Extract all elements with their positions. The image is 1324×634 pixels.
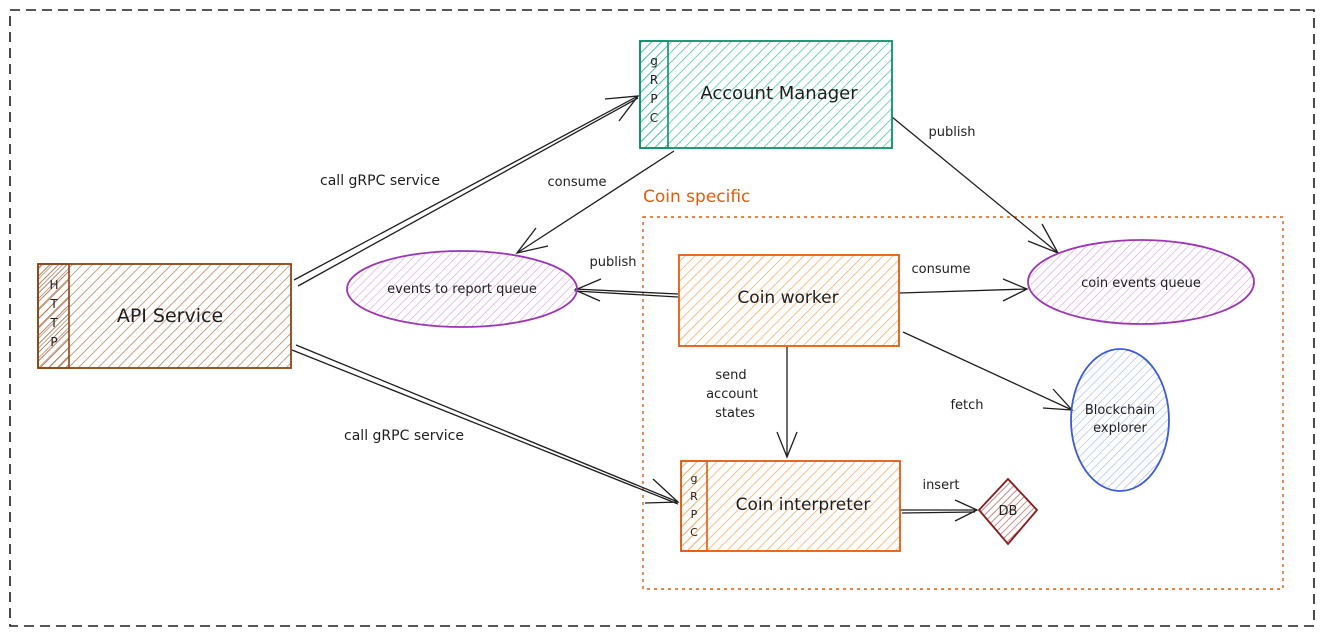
- edge-label-api-to-account-manager: call gRPC service: [320, 173, 440, 189]
- coin-interpreter-protocol-letter: P: [691, 508, 698, 521]
- edge-worker-consume: [899, 288, 1028, 294]
- node-db: DB: [977, 477, 1039, 546]
- edge-label-worker-send: states: [715, 406, 755, 421]
- node-blockchain-explorer: Blockchain explorer: [1070, 348, 1170, 492]
- arrowhead-interpreter-top: [776, 431, 798, 459]
- edge-worker-publish-sketch: [574, 290, 679, 298]
- coin-interpreter-protocol-letter: C: [690, 526, 698, 539]
- edge-label-account-manager-publish: publish: [929, 125, 976, 140]
- coin-specific-region: [642, 216, 1284, 590]
- arrowhead-account-manager: [604, 95, 640, 122]
- edge-worker-publish: [574, 288, 679, 295]
- account-manager-protocol-letter: R: [650, 73, 658, 87]
- coin-interpreter-title: Coin interpreter: [736, 495, 871, 515]
- edge-label-account-manager-consume: consume: [547, 175, 606, 190]
- edge-label-worker-consume: consume: [911, 262, 970, 277]
- account-manager-protocol-letter: P: [650, 92, 657, 106]
- arrowhead-coin-interpreter: [644, 478, 680, 504]
- edge-account-manager-publish: [891, 116, 1059, 254]
- db-title: DB: [999, 504, 1018, 519]
- node-account-manager: g R P C Account Manager: [639, 40, 893, 149]
- edge-label-interpreter-insert: insert: [922, 478, 959, 493]
- edge-api-to-coin-interpreter: [295, 344, 679, 503]
- node-coin-interpreter: g R P C Coin interpreter: [680, 460, 901, 552]
- coin-specific-label: Coin specific: [643, 187, 750, 207]
- arrowhead-coin-events-queue-side: [1002, 278, 1029, 302]
- edges: [291, 95, 1074, 522]
- account-manager-protocol-letter: g: [650, 54, 658, 68]
- blockchain-explorer-line1: Blockchain: [1085, 403, 1155, 418]
- account-manager-protocol-letter: C: [650, 111, 658, 125]
- coin-events-queue-title: coin events queue: [1081, 276, 1201, 291]
- edge-api-to-coin-interpreter-sketch: [291, 349, 679, 505]
- edge-label-api-to-coin-interpreter: call gRPC service: [344, 428, 464, 444]
- node-coin-events-queue: coin events queue: [1027, 239, 1255, 325]
- coin-interpreter-protocol-letter: g: [691, 472, 698, 485]
- arrowhead-events-queue-top: [515, 227, 549, 255]
- edge-label-worker-publish: publish: [590, 255, 637, 270]
- edge-api-to-account-manager: [293, 95, 639, 281]
- node-coin-worker: Coin worker: [678, 254, 900, 347]
- arrowhead-blockchain-explorer: [1042, 388, 1074, 411]
- coin-worker-title: Coin worker: [737, 288, 838, 308]
- blockchain-explorer-line2: explorer: [1093, 421, 1147, 436]
- edge-label-worker-fetch: fetch: [950, 398, 983, 413]
- edge-account-manager-consume: [516, 150, 675, 254]
- api-protocol-letter: T: [49, 297, 58, 311]
- edge-label-worker-send: account: [706, 387, 758, 402]
- edge-label-worker-send: send: [715, 368, 746, 383]
- node-api-service: H T T P API Service: [37, 263, 292, 369]
- api-protocol-letter: T: [49, 316, 58, 330]
- account-manager-title: Account Manager: [700, 83, 858, 104]
- api-protocol-letter: H: [49, 278, 58, 292]
- node-events-to-report-queue: events to report queue: [346, 250, 578, 328]
- api-service-title: API Service: [117, 305, 223, 327]
- edge-interpreter-insert-sketch: [901, 511, 976, 514]
- edge-worker-fetch: [902, 331, 1073, 411]
- arrowhead-db: [954, 499, 979, 522]
- edge-api-to-account-manager-sketch: [297, 97, 639, 287]
- api-protocol-letter: P: [50, 335, 57, 349]
- events-to-report-queue-title: events to report queue: [387, 282, 537, 297]
- coin-interpreter-protocol-letter: R: [690, 490, 698, 503]
